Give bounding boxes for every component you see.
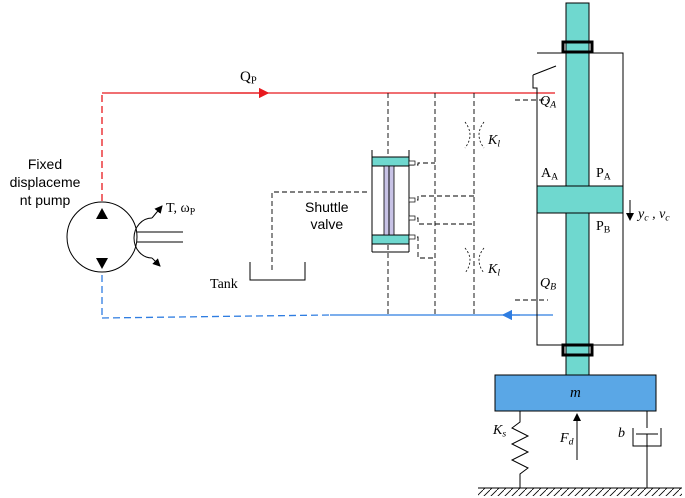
flow-qb-sub: B	[550, 281, 557, 293]
piston	[536, 185, 624, 214]
damper-symbol	[632, 411, 662, 488]
mass-text: m	[570, 385, 581, 401]
pump-label-line3: nt pump	[19, 192, 71, 208]
torque-text: T, ω	[166, 201, 190, 216]
shuttle-label-line1: Shuttle	[305, 199, 349, 215]
disp-sep: ,	[648, 207, 660, 222]
torque-label: T, ωP	[166, 202, 195, 217]
disp-y-text: y	[638, 207, 645, 222]
damper-text: b	[618, 426, 625, 441]
displacement-label: yc , vc	[638, 208, 670, 223]
vel-v-text: v	[659, 207, 666, 222]
orifice-top	[464, 121, 485, 149]
torque-sub: P	[189, 206, 196, 218]
flow-qp-sub: P	[250, 75, 257, 87]
tank-symbol	[249, 262, 306, 281]
area-a-sub: A	[551, 171, 559, 183]
pressure-a-sub: A	[603, 171, 611, 183]
orifice-bottom-label: Kl	[488, 263, 500, 278]
flow-qp-text: Q	[240, 69, 251, 85]
damper-label: b	[618, 427, 625, 441]
flow-qp-label: QP	[240, 70, 257, 87]
orifice-bottom	[464, 247, 485, 274]
orifice-top-sub: l	[497, 138, 501, 150]
pump-label: Fixed displaceme nt pump	[0, 155, 90, 209]
force-text: F	[560, 431, 569, 446]
orifice-top-text: K	[488, 133, 498, 148]
spring-text: K	[493, 423, 503, 438]
ground-hatch	[478, 488, 682, 496]
mass-label: m	[570, 386, 581, 401]
pump-symbol	[66, 201, 183, 273]
force-label: Fd	[560, 432, 573, 447]
pump-label-line2: displaceme	[9, 174, 81, 190]
pressure-b-label: PB	[596, 220, 610, 235]
flow-qa-label: QA	[540, 95, 556, 110]
spring-sub: s	[502, 428, 507, 440]
flow-qa-sub: A	[550, 99, 557, 111]
shuttle-valve-label: Shuttle valve	[305, 199, 349, 233]
supply-line	[101, 87, 555, 205]
pressure-a-text: P	[596, 166, 604, 181]
area-a-label: AA	[541, 167, 558, 182]
pump-label-line1: Fixed	[27, 156, 63, 172]
disp-y-sub: c	[644, 212, 649, 224]
tank-label: Tank	[210, 278, 238, 292]
mass-block	[494, 374, 657, 412]
pressure-a-label: PA	[596, 167, 611, 182]
orifice-bottom-text: K	[488, 262, 498, 277]
pressure-b-text: P	[596, 219, 604, 234]
spring-label: Ks	[493, 424, 506, 439]
force-sub: d	[568, 436, 574, 448]
flow-qa-text: Q	[540, 94, 551, 109]
flow-qb-text: Q	[540, 276, 551, 291]
shuttle-label-line2: valve	[310, 216, 344, 232]
orifice-top-label: Kl	[488, 134, 500, 149]
area-a-text: A	[541, 166, 552, 181]
flow-qb-label: QB	[540, 277, 556, 292]
tank-text: Tank	[210, 277, 238, 292]
orifice-bottom-sub: l	[497, 267, 501, 279]
spring-symbol	[510, 411, 530, 488]
vel-v-sub: c	[665, 212, 670, 224]
return-line	[101, 275, 553, 321]
rod-seal-top	[561, 40, 594, 54]
pressure-b-sub: B	[603, 224, 611, 236]
rod-seal-bottom	[561, 343, 594, 357]
shuttle-valve	[371, 150, 416, 253]
